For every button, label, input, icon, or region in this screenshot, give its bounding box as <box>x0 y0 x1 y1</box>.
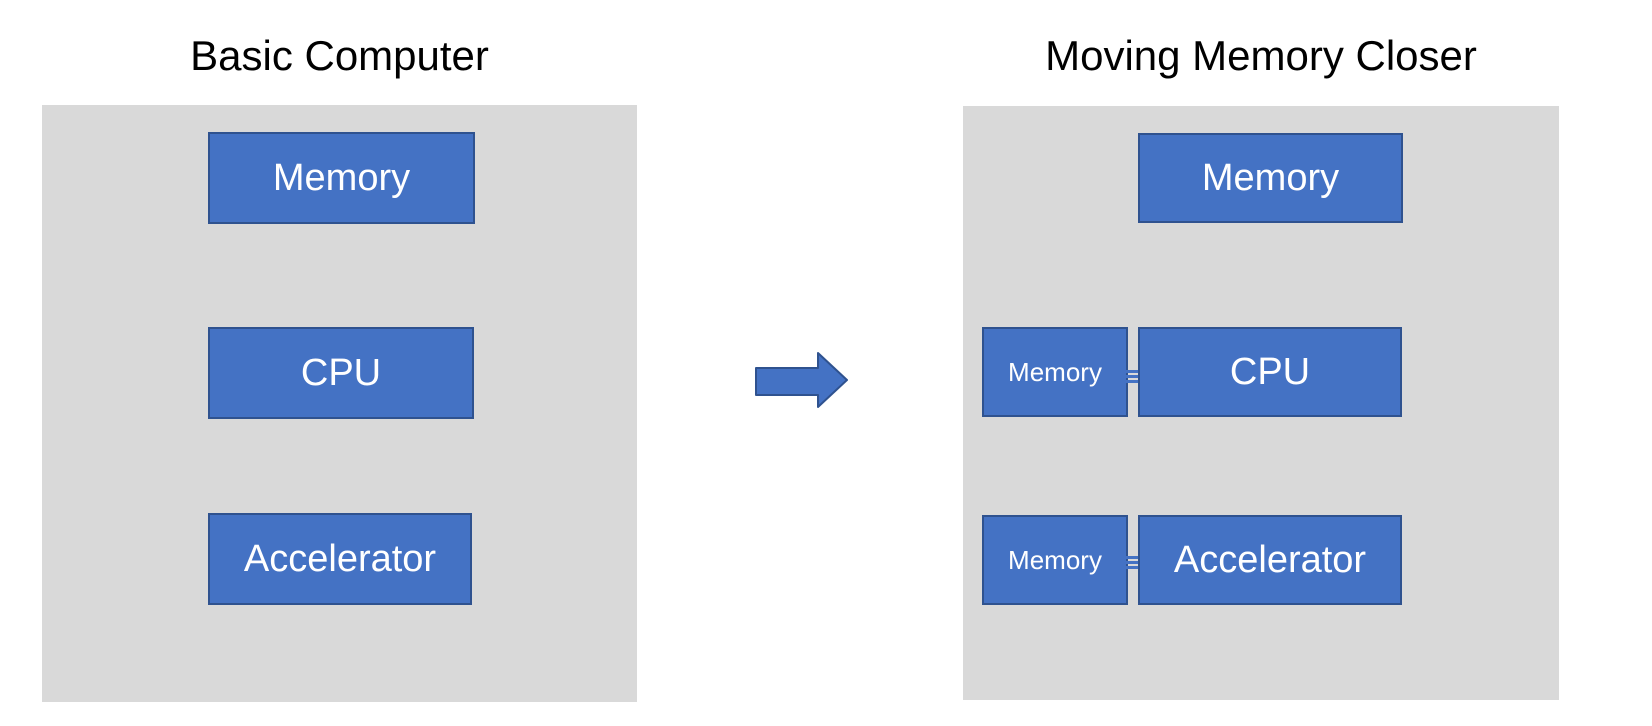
bus-bar <box>1124 375 1140 378</box>
left-panel-title: Basic Computer <box>190 32 489 79</box>
bus-link-icon <box>1124 370 1140 383</box>
right-block-arrow-icon <box>755 351 849 409</box>
bus-bar <box>1124 370 1140 373</box>
right-panel-title: Moving Memory Closer <box>1045 32 1477 79</box>
right-accelerator-box: Accelerator <box>1138 515 1402 605</box>
left-accelerator-box: Accelerator <box>208 513 472 605</box>
bus-bar <box>1124 556 1140 559</box>
right-accelerator-memory-box: Memory <box>982 515 1128 605</box>
bus-bar <box>1124 561 1140 564</box>
right-top-memory-box: Memory <box>1138 133 1403 223</box>
right-cpu-memory-box: Memory <box>982 327 1128 417</box>
bus-bar <box>1124 380 1140 383</box>
bus-bar <box>1124 566 1140 569</box>
right-cpu-box: CPU <box>1138 327 1402 417</box>
bus-link-icon <box>1124 556 1140 569</box>
left-memory-box: Memory <box>208 132 475 224</box>
left-cpu-box: CPU <box>208 327 474 419</box>
